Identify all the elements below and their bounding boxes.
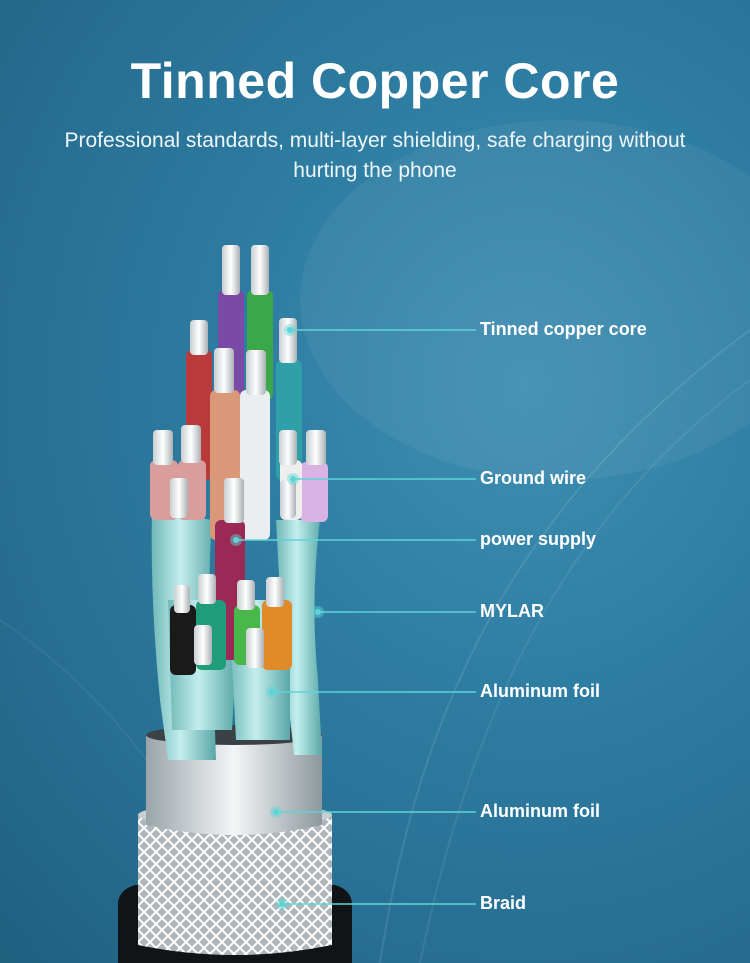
page-subtitle: Professional standards, multi-layer shie… [64,129,686,182]
callout-label-mylar: MYLAR [480,601,544,621]
callout-label-ground-wire: Ground wire [480,468,587,488]
callout-label-aluminum-foil-outer: Aluminum foil [480,801,600,821]
page-title: Tinned Copper Core [130,53,620,109]
braid-layer [138,815,332,955]
shield-pair-right [276,520,322,755]
callout-label-power-supply: power supply [480,529,597,549]
callout-label-braid: Braid [480,893,527,913]
callout-label-aluminum-foil-inner: Aluminum foil [480,681,600,701]
callout-label-tinned-copper-core: Tinned copper core [480,319,647,339]
